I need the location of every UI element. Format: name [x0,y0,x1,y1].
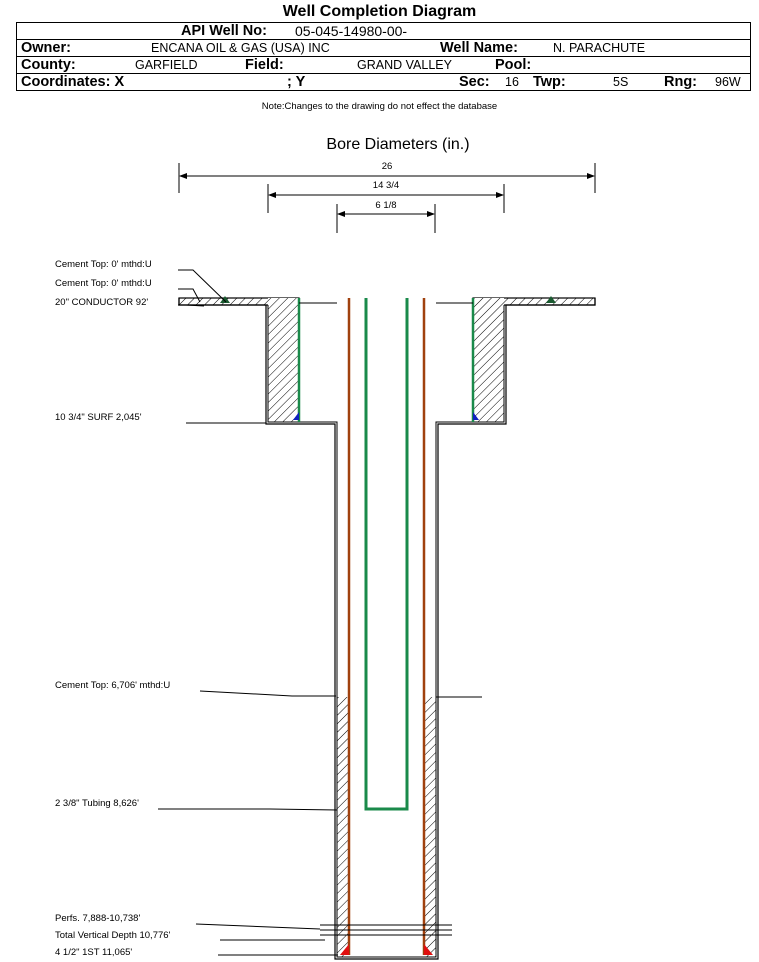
api-value: 05-045-14980-00- [295,23,408,39]
twp-value: 5S [613,75,629,89]
owner-row: Owner: ENCANA OIL & GAS (USA) INC Well N… [16,39,751,57]
bore-diameters-title: Bore Diameters (in.) [326,136,469,153]
tubing-string [364,298,409,811]
sec-value: 16 [505,75,519,89]
surface-casing [297,298,475,422]
bore-dimension-26: 26 [178,161,596,193]
sec-label: Sec: [459,74,490,90]
rng-value: 96W [715,75,741,89]
field-value: GRAND VALLEY [357,58,452,72]
coords-row: Coordinates: X ; Y Sec: 16 Twp: 5S Rng: … [16,73,751,91]
well-name-label: Well Name: [440,40,518,56]
bore-dimension-6-1-8: 6 1/8 [336,200,436,233]
owner-label: Owner: [21,40,71,56]
county-label: County: [21,57,76,73]
bore-dimension-14-3-4: 14 3/4 [267,180,505,213]
tubing-label: 2 3/8" Tubing 8,626' [55,798,139,809]
leader-lines [158,269,338,956]
surface-casing-label: 10 3/4" SURF 2,045' [55,412,142,423]
twp-label: Twp: [533,74,566,90]
production-casing-label: 4 1/2" 1ST 11,065' [55,947,132,958]
borehole-outline [178,298,596,960]
rng-label: Rng: [664,74,698,90]
bore-dimension-label: 26 [382,161,393,172]
owner-value: ENCANA OIL & GAS (USA) INC [151,41,330,55]
cement-top-label: Cement Top: 0' mthd:U [55,259,152,270]
coords-y-label: ; Y [287,74,306,90]
surface-cement [268,298,504,422]
bore-dimension-label: 6 1/8 [375,200,396,211]
page-title: Well Completion Diagram [282,3,477,20]
pool-label: Pool: [495,57,532,73]
borehole-inner-outline [267,305,505,958]
field-label: Field: [245,57,284,73]
county-value: GARFIELD [135,58,198,72]
total-depth-label: Total Vertical Depth 10,776' [55,930,171,941]
well-name-value: N. PARACHUTE [553,41,646,55]
drawing-note: Note:Changes to the drawing do not effec… [261,101,498,112]
api-label: API Well No: [181,23,267,39]
coords-x-label: Coordinates: X [21,74,125,90]
casing-shoes [293,412,479,955]
county-row: County: GARFIELD Field: GRAND VALLEY Poo… [16,56,751,74]
perforations-label: Perfs. 7,888-10,738' [55,913,140,924]
perforations [320,924,452,936]
cement-top-label: Cement Top: 6,706' mthd:U [55,680,170,691]
production-casing [347,298,426,955]
conductor-cement [178,297,596,306]
production-cement [337,697,436,957]
well-header-table: API Well No: 05-045-14980-00- Owner: ENC… [16,22,751,91]
cement-top-markers [220,296,556,303]
cement-top-label: Cement Top: 0' mthd:U [55,278,152,289]
conductor-label: 20" CONDUCTOR 92' [55,297,148,308]
bore-dimension-label: 14 3/4 [373,180,399,191]
